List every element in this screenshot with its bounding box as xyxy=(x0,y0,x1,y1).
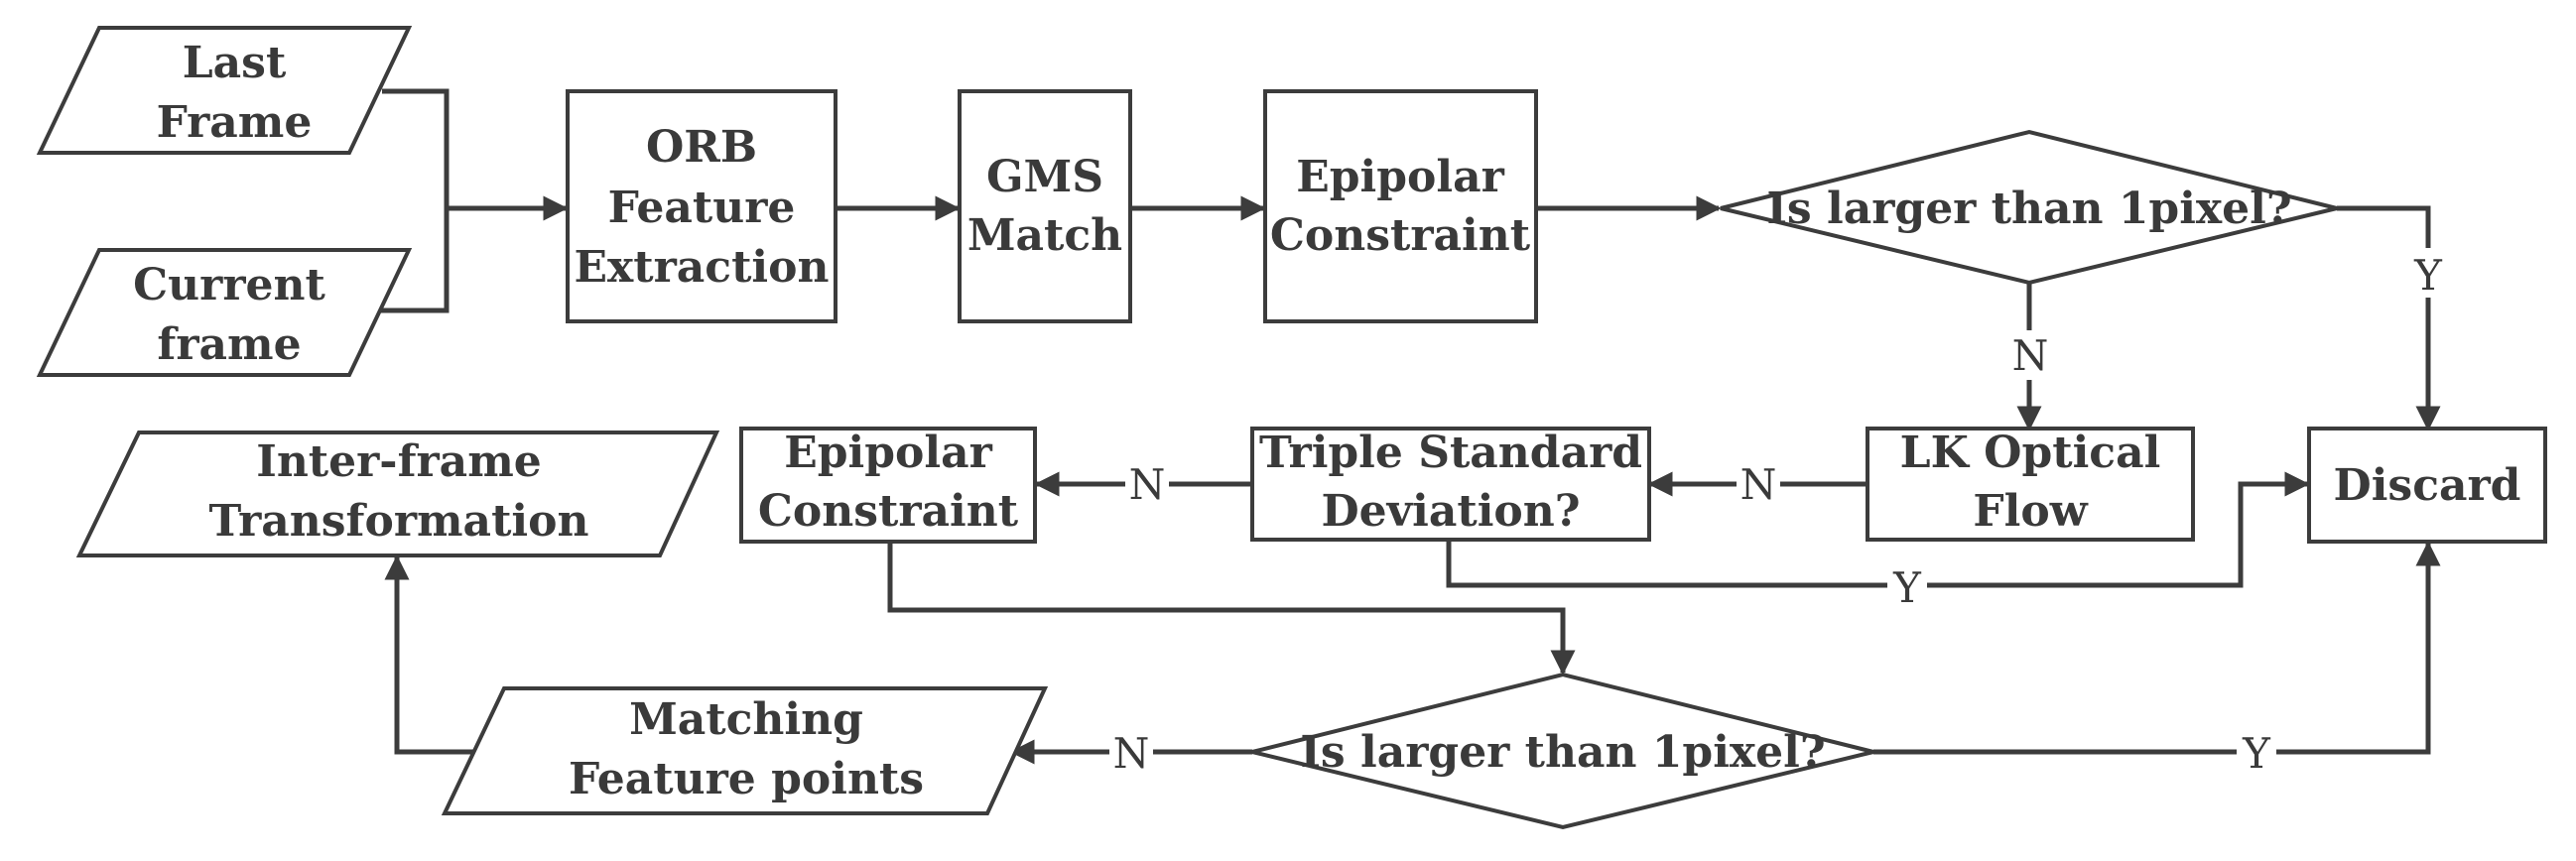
edge-epipolar-mid-decision xyxy=(887,541,1576,676)
node-epipolar-constraint-mid: Epipolar Constraint xyxy=(739,427,1037,544)
node-decision-top: Is larger than 1pixel? xyxy=(1720,129,2338,286)
node-epipolar-constraint-top: Epipolar Constraint xyxy=(1263,89,1538,323)
node-current-frame: Current frame xyxy=(36,248,413,377)
triple-line-2: Deviation? xyxy=(1321,486,1580,537)
edge-current-frame xyxy=(359,208,450,313)
current-frame-line-1: Current xyxy=(133,260,325,310)
lk-line-2: Flow xyxy=(1973,486,2088,537)
label-bottom-decision-no: N xyxy=(1113,729,1150,778)
node-gms-match: GMS Match xyxy=(958,89,1132,323)
label-lk-to-triple: N xyxy=(1740,460,1777,509)
node-discard: Discard xyxy=(2307,427,2547,544)
epipolar-mid-line-1: Epipolar xyxy=(784,428,992,478)
edge-triple-yes xyxy=(1446,471,2310,588)
edge-decision-bottom-yes xyxy=(1873,541,2441,755)
matching-line-2: Feature points xyxy=(569,754,924,804)
node-orb-feature-extraction: ORB Feature Extraction xyxy=(566,89,837,323)
lk-line-1: LK Optical xyxy=(1900,428,2161,478)
matching-line-1: Matching xyxy=(629,694,863,745)
edge-last-frame xyxy=(382,88,450,208)
node-triple-standard-deviation: Triple Standard Deviation? xyxy=(1250,427,1651,542)
decision-bottom-label: Is larger than 1pixel? xyxy=(1300,727,1825,778)
label-triple-no: N xyxy=(1129,460,1166,509)
inter-frame-line-1: Inter-frame xyxy=(256,436,542,487)
edge-labels: Y N N N Y N Y xyxy=(1109,248,2449,778)
node-lk-optical-flow: LK Optical Flow xyxy=(1866,427,2195,542)
epipolar-mid-line-2: Constraint xyxy=(758,486,1019,537)
gms-line-1: GMS xyxy=(986,152,1103,202)
decision-top-label: Is larger than 1pixel? xyxy=(1766,184,2291,234)
orb-line-3: Extraction xyxy=(575,242,830,293)
edge-matching-interframe xyxy=(384,554,474,755)
orb-line-2: Feature xyxy=(608,183,796,233)
label-triple-yes: Y xyxy=(1892,563,1922,612)
last-frame-line-1: Last xyxy=(183,38,287,88)
epipolar-top-line-2: Constraint xyxy=(1270,210,1531,261)
label-top-decision-no: N xyxy=(2012,331,2049,380)
epipolar-top-line-1: Epipolar xyxy=(1296,152,1504,202)
last-frame-line-2: Frame xyxy=(157,97,313,148)
gms-line-2: Match xyxy=(967,210,1122,261)
inter-frame-line-2: Transformation xyxy=(209,496,589,547)
node-last-frame: Last Frame xyxy=(36,26,413,155)
node-inter-frame-transformation: Inter-frame Transformation xyxy=(75,430,720,557)
discard-label: Discard xyxy=(2334,460,2521,511)
orb-line-1: ORB xyxy=(646,122,757,173)
current-frame-line-2: frame xyxy=(157,319,301,370)
label-bottom-decision-yes: Y xyxy=(2242,729,2271,778)
node-matching-feature-points: Matching Feature points xyxy=(441,686,1049,815)
triple-line-1: Triple Standard xyxy=(1259,428,1642,478)
edge-decision-top-yes xyxy=(2337,205,2441,431)
node-decision-bottom: Is larger than 1pixel? xyxy=(1251,672,1874,830)
label-top-decision-yes: Y xyxy=(2413,251,2443,300)
